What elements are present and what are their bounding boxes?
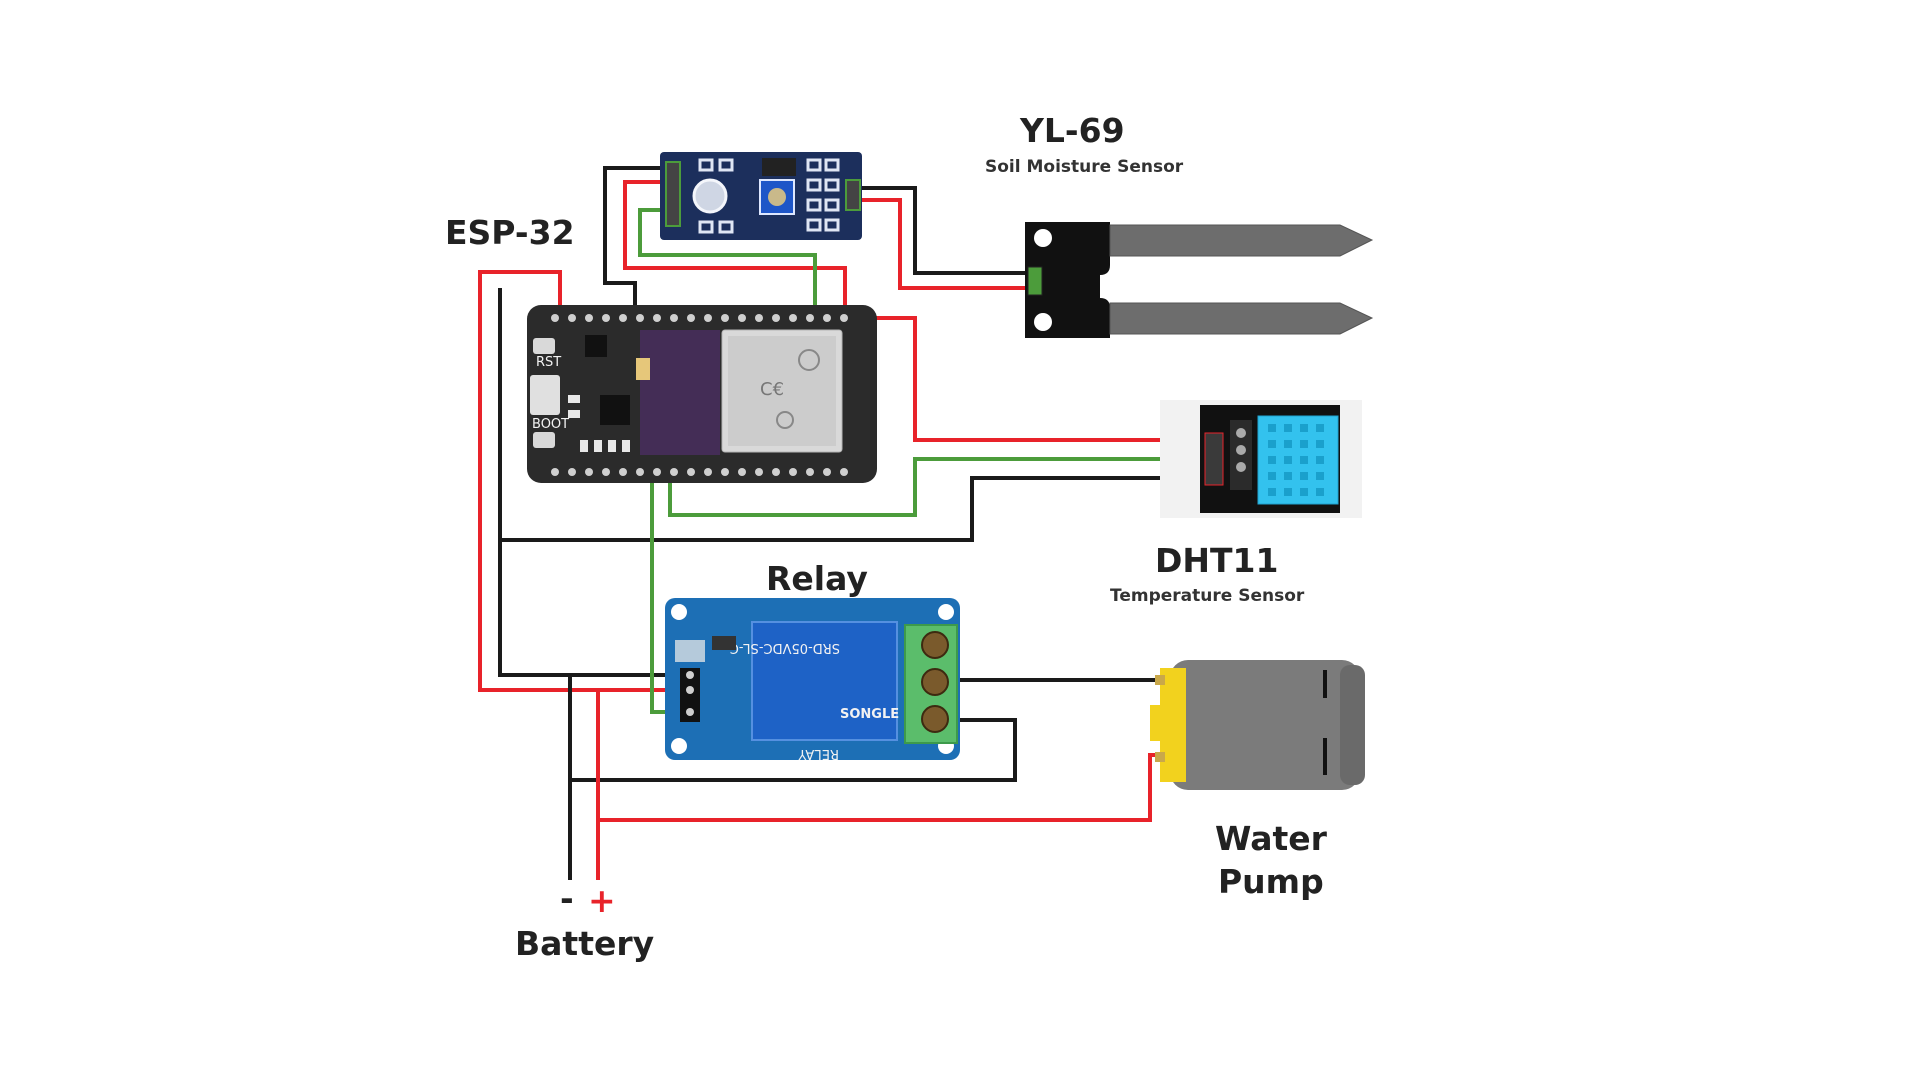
wire-soil-gnd [603, 166, 668, 318]
power-led [692, 178, 728, 214]
wire-probe-2 [855, 198, 1025, 290]
probe-hole-top [1034, 229, 1052, 247]
wire-battery-pos-2 [598, 753, 1160, 822]
left-header [665, 161, 681, 227]
wire-soil-signal [638, 208, 817, 318]
esp32-accent [640, 330, 720, 455]
usb-uart-chip [600, 395, 630, 425]
regulator-chip [585, 335, 607, 357]
wire-probe-1 [855, 186, 1025, 275]
relay-part-number: SRD-05VDC-SL-C [730, 640, 840, 655]
pump-shaft [1150, 705, 1166, 741]
water-pump-label-line1: Water [1215, 819, 1328, 858]
relay-module: SRD-05VDC-SL-C SONGLE RELAY [665, 598, 960, 761]
relay-input-header [680, 668, 700, 722]
potentiometer-knob [768, 188, 786, 206]
dht11-subtitle: Temperature Sensor [1110, 586, 1305, 606]
pump-end-cap [1340, 665, 1365, 785]
battery-minus-label: - [560, 879, 574, 918]
boot-label: BOOT [532, 417, 569, 432]
battery-plus-label: + [588, 881, 616, 920]
wire-battery-neg-2 [570, 718, 1017, 782]
smd-pads [698, 158, 840, 234]
relay-module-label: RELAY [798, 746, 839, 761]
rst-label: RST [536, 355, 561, 370]
rst-button [533, 338, 555, 354]
potentiometer [759, 179, 795, 215]
yl69-subtitle: Soil Moisture Sensor [985, 157, 1184, 177]
esp32-label: ESP-32 [445, 213, 575, 252]
relay-coil-housing [751, 621, 898, 741]
probe-head [1025, 222, 1110, 338]
wires [478, 166, 1205, 880]
esp32-board: C€ RST BOOT [527, 305, 877, 483]
smd-resistors [568, 395, 630, 452]
boot-button [533, 432, 555, 448]
pump-terminal-bottom [1155, 752, 1165, 762]
pump-terminal-top [1155, 675, 1165, 685]
relay-mount-hole-2 [938, 604, 954, 620]
relay-mount-hole-3 [671, 738, 687, 754]
relay-mount-hole-1 [671, 604, 687, 620]
ce-mark: C€ [760, 379, 784, 400]
probe-prong-bottom [1109, 302, 1374, 335]
water-pump [1150, 660, 1365, 790]
dht11-grille [1268, 424, 1324, 496]
esp32-top-pins [551, 314, 848, 322]
esp32-bottom-pins [551, 468, 848, 476]
wire-soil-vcc [623, 180, 847, 318]
labels: ESP-32 YL-69 Soil Moisture Sensor DHT11 … [445, 111, 1328, 963]
comparator-chip [762, 158, 796, 176]
relay-smd-part [675, 640, 705, 662]
relay-transistor [712, 636, 736, 650]
probe-prong-top [1109, 224, 1374, 257]
espressif-logo [798, 349, 820, 371]
dht11-module [1160, 400, 1362, 518]
wire-esp-gnd [498, 288, 1205, 542]
dht11-header [1204, 432, 1224, 486]
water-pump-label-line2: Pump [1218, 862, 1324, 901]
dht11-label: DHT11 [1155, 541, 1278, 580]
smd-capacitor [636, 358, 650, 380]
relay-label: Relay [766, 559, 868, 598]
probe-connector [1027, 266, 1043, 296]
wire-relay-gnd [498, 540, 682, 677]
right-header [845, 179, 861, 211]
wire-dht-data [668, 457, 1205, 517]
yl69-label: YL-69 [1019, 111, 1125, 150]
wire-esp-vin [478, 270, 682, 692]
relay-brand: SONGLE [840, 707, 899, 722]
soil-sensor-module [660, 152, 862, 240]
pump-body [1170, 660, 1360, 790]
soil-probe [1025, 222, 1374, 338]
probe-hole-bottom [1034, 313, 1052, 331]
battery-label: Battery [515, 924, 654, 963]
usb-port [530, 375, 560, 415]
fcc-mark [776, 411, 794, 429]
wire-dht-vcc [848, 316, 1205, 442]
